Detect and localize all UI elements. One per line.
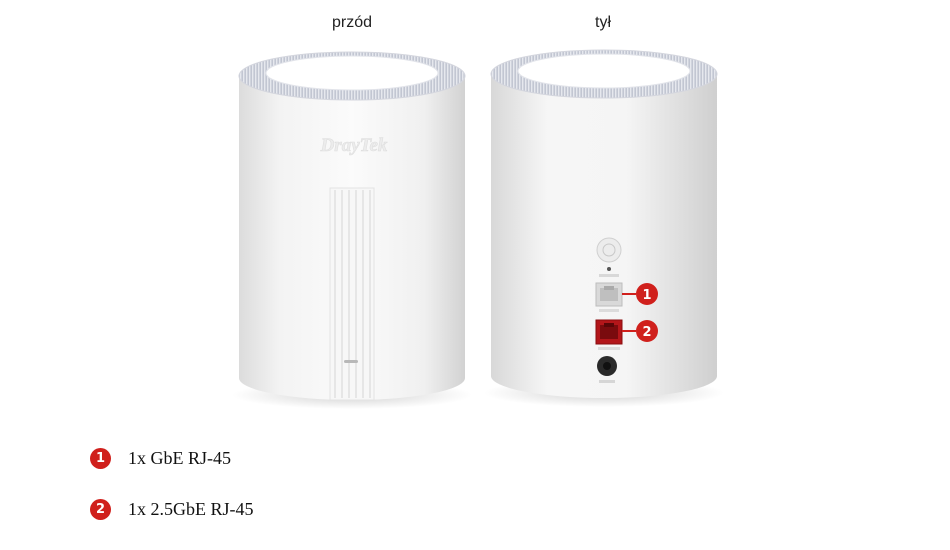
reset-pinhole bbox=[607, 267, 611, 271]
device-illustration: DrayTek 1 2 bbox=[232, 49, 724, 409]
back-view-label: tył bbox=[595, 14, 611, 31]
legend-text-1: 1x GbE RJ-45 bbox=[128, 447, 231, 468]
callout-1-badge bbox=[636, 283, 658, 305]
legend-item-2: 2 1x 2.5GbE RJ-45 bbox=[90, 497, 254, 521]
power-label-mark bbox=[599, 380, 615, 383]
front-device-top-cap bbox=[266, 56, 438, 90]
callout-2-badge bbox=[636, 320, 658, 342]
reset-port-label-mark bbox=[599, 274, 619, 277]
front-ribbed-panel bbox=[329, 187, 375, 401]
callout-1-number: 1 bbox=[642, 288, 651, 303]
legend-badge-1: 1 bbox=[90, 447, 111, 469]
legend-badge-2: 2 bbox=[90, 498, 111, 520]
legend-text-2: 1x 2.5GbE RJ-45 bbox=[128, 498, 254, 519]
front-view-label: przód bbox=[331, 14, 373, 31]
back-device-body bbox=[491, 74, 717, 398]
front-device: DrayTek bbox=[232, 51, 472, 409]
draytek-logo: DrayTek bbox=[320, 135, 388, 156]
legend-item-1: 1 1x GbE RJ-45 bbox=[90, 446, 231, 470]
2-5gbe-port-label-mark bbox=[598, 347, 620, 350]
callout-2-number: 2 bbox=[642, 325, 651, 340]
back-device: 1 2 bbox=[484, 49, 724, 407]
back-device-top-cap bbox=[518, 54, 690, 88]
front-panel-ribs bbox=[334, 190, 371, 398]
gbe-port-label-mark bbox=[599, 309, 619, 312]
front-led-indicator bbox=[344, 360, 358, 363]
wps-button bbox=[596, 237, 622, 263]
